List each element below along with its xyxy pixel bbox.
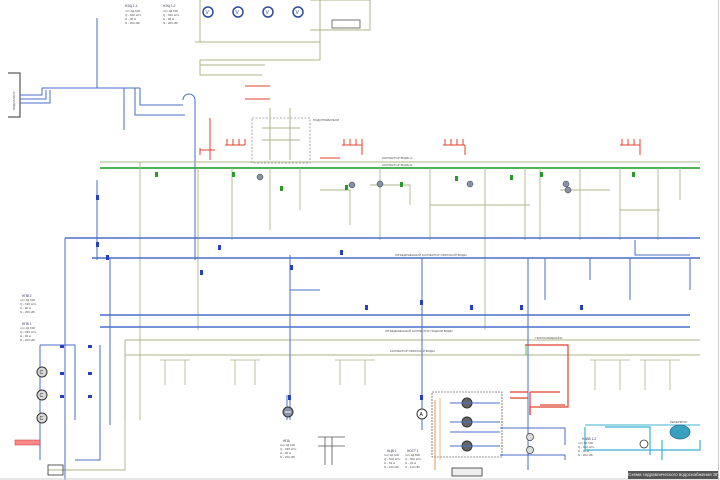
pump-spec: Q - 800 м³/ч: [405, 457, 422, 461]
pump-spec: H - 90 м: [280, 451, 291, 455]
pump-left-label-2: НПВ 2: [22, 294, 32, 298]
collector-top-a-label: КОЛЛЕКТОР ВОДЫ А: [382, 156, 412, 160]
pump-top-label-1: НЭЦ 1-1: [125, 4, 138, 8]
blue-valves[interactable]: [60, 195, 583, 400]
pump-bottom-1[interactable]: А: [416, 408, 428, 420]
svg-text:А: А: [420, 412, 424, 418]
collector-mid-label: ОБЪЕДИНЕННЫЙ КОЛЛЕКТОР ОБРАТНОЙ ВОДЫ: [395, 253, 467, 257]
pump-spec: Q - 630 м³/ч: [20, 302, 37, 306]
pump-spec: тип 1Д 630: [280, 443, 295, 447]
collector-top[interactable]: КОЛЛЕКТОР ВОДЫ А КОЛЛЕКТОР ВОДЫ Б: [100, 156, 700, 169]
pump-top-3[interactable]: V: [262, 6, 274, 18]
svg-text:С: С: [40, 370, 44, 376]
collector-low[interactable]: ОБЪЕДИНЕННЫЙ КОЛЛЕКТОР ПОДАЧИ ВОДЫ: [100, 314, 690, 333]
pump-spec: N - 200 кВт: [578, 453, 594, 457]
branch-pumps[interactable]: [256, 173, 572, 194]
right-branch-groups: [160, 359, 680, 390]
svg-text:V: V: [266, 10, 270, 16]
tank-label: РЕЗЕРВУАР: [670, 420, 687, 424]
pump-left-3[interactable]: С: [36, 412, 48, 424]
pump-left-2[interactable]: С: [36, 389, 48, 401]
collector-top-b-label: КОЛЛЕКТОР ВОДЫ Б: [382, 163, 412, 167]
olive-branches: [48, 162, 700, 471]
pump-spec: H - 32 м: [405, 461, 416, 465]
pump-spec: Q - 630 м³/ч: [280, 447, 297, 451]
pump-top-1[interactable]: V: [202, 6, 214, 18]
collector-bottom-label: КОЛЛЕКТОР ОБРАТНОЙ ВОДЫ: [390, 349, 435, 353]
pump-spec: N - 200 кВт: [20, 310, 36, 314]
pump-spec: тип 1Д 630: [20, 298, 35, 302]
pump-spec: Q - 630 м³/ч: [125, 13, 142, 17]
pump-spec: тип 1Д 500: [384, 453, 399, 457]
pump-spec: N - 200 кВт: [20, 338, 36, 342]
pump-top-label-2: НЭЦ 1-2: [163, 4, 176, 8]
pump-bottom-label-3: НОСТ 1: [407, 449, 419, 453]
bottom-pump-group: А НЦВ 1 тип 1Д 500 Q - 500 м³/ч H - 63 м…: [384, 391, 596, 477]
pump-spec: H - 90 м: [20, 306, 31, 310]
green-valves[interactable]: [155, 172, 635, 191]
frame-right: [718, 0, 719, 480]
svg-text:С: С: [40, 393, 44, 399]
top-pump-station: V V V V НЭЦ 1-1 тип 1Д 630 Q - 630 м³/ч …: [125, 0, 371, 76]
water-intake-block[interactable]: ВОДОЗАБОР: [8, 72, 21, 118]
collector-low-label: ОБЪЕДИНЕННЫЙ КОЛЛЕКТОР ПОДАЧИ ВОДЫ: [385, 329, 453, 333]
pump-spec: тип 1Д 630: [163, 9, 178, 13]
title-block: Схема гидравлического водоснабжения ЭПС: [628, 471, 718, 479]
tank-system[interactable]: РЕЗЕРВУАР: [584, 420, 701, 460]
pump-spec: N - 200 кВт: [125, 21, 141, 25]
heaters-block[interactable]: ПОДОГРЕВАТЕЛИ: [251, 108, 339, 164]
pump-spec: N - 110 кВт: [405, 465, 421, 469]
intake-supply-lines: [20, 18, 196, 260]
pump-left-1[interactable]: С: [36, 366, 48, 378]
pump-spec: H - 90 м: [20, 334, 31, 338]
pump-spec: Q - 630 м³/ч: [163, 13, 180, 17]
left-pump-group: С С С НПВ 1 тип 1Д 630 Q - 630 м³/ч H - …: [14, 294, 64, 476]
pump-spec: тип 1Д 630: [20, 326, 35, 330]
pump-top-4[interactable]: V: [292, 6, 304, 18]
pump-bottom-label-1: НЦВ 1: [387, 449, 397, 453]
pump-spec: H - 90 м: [578, 449, 589, 453]
svg-text:V: V: [236, 10, 240, 16]
pump-spec: N - 160 кВт: [384, 465, 400, 469]
center-pump-label: НПА: [283, 439, 291, 443]
pump-bottom-6[interactable]: [526, 446, 534, 454]
pump-spec: тип 1Д 630: [578, 441, 593, 445]
pump-spec: Q - 630 м³/ч: [20, 330, 37, 334]
pump-bottom-5[interactable]: [526, 433, 534, 441]
pump-bottom-label-4: НАВВ 1-2: [582, 437, 596, 441]
pump-spec: Q - 500 м³/ч: [384, 457, 401, 461]
center-pump[interactable]: [282, 406, 294, 418]
pump-spec: N - 200 кВт: [163, 21, 179, 25]
heat-exchanger-label: ТЕПЛООБМЕННИК: [535, 336, 563, 340]
svg-text:V: V: [296, 10, 300, 16]
pump-spec: Q - 630 м³/ч: [578, 445, 595, 449]
pump-spec: тип 1Д 800: [405, 453, 420, 457]
pump-spec: H - 90 м: [163, 17, 174, 21]
collector-bottom[interactable]: КОЛЛЕКТОР ОБРАТНОЙ ВОДЫ: [125, 349, 700, 356]
pump-left-label-1: НПВ 1: [22, 322, 32, 326]
blue-branches: [39, 180, 691, 480]
heaters-label: ПОДОГРЕВАТЕЛИ: [313, 118, 339, 122]
tank-pump[interactable]: [639, 439, 649, 449]
pump-spec: H - 90 м: [125, 17, 136, 21]
pump-top-2[interactable]: V: [232, 6, 244, 18]
svg-text:V: V: [206, 10, 210, 16]
red-hot-water-lines: [199, 85, 641, 160]
pump-spec: N - 200 кВт: [280, 455, 296, 459]
svg-text:С: С: [40, 416, 44, 422]
collector-mid[interactable]: ОБЪЕДИНЕННЫЙ КОЛЛЕКТОР ОБРАТНОЙ ВОДЫ: [65, 237, 700, 259]
water-intake-label: ВОДОЗАБОР: [12, 91, 16, 110]
pump-spec: H - 63 м: [384, 461, 395, 465]
pump-spec: тип 1Д 630: [125, 9, 140, 13]
heat-exchanger-loop[interactable]: [510, 344, 569, 415]
bypass-block: [318, 436, 345, 465]
